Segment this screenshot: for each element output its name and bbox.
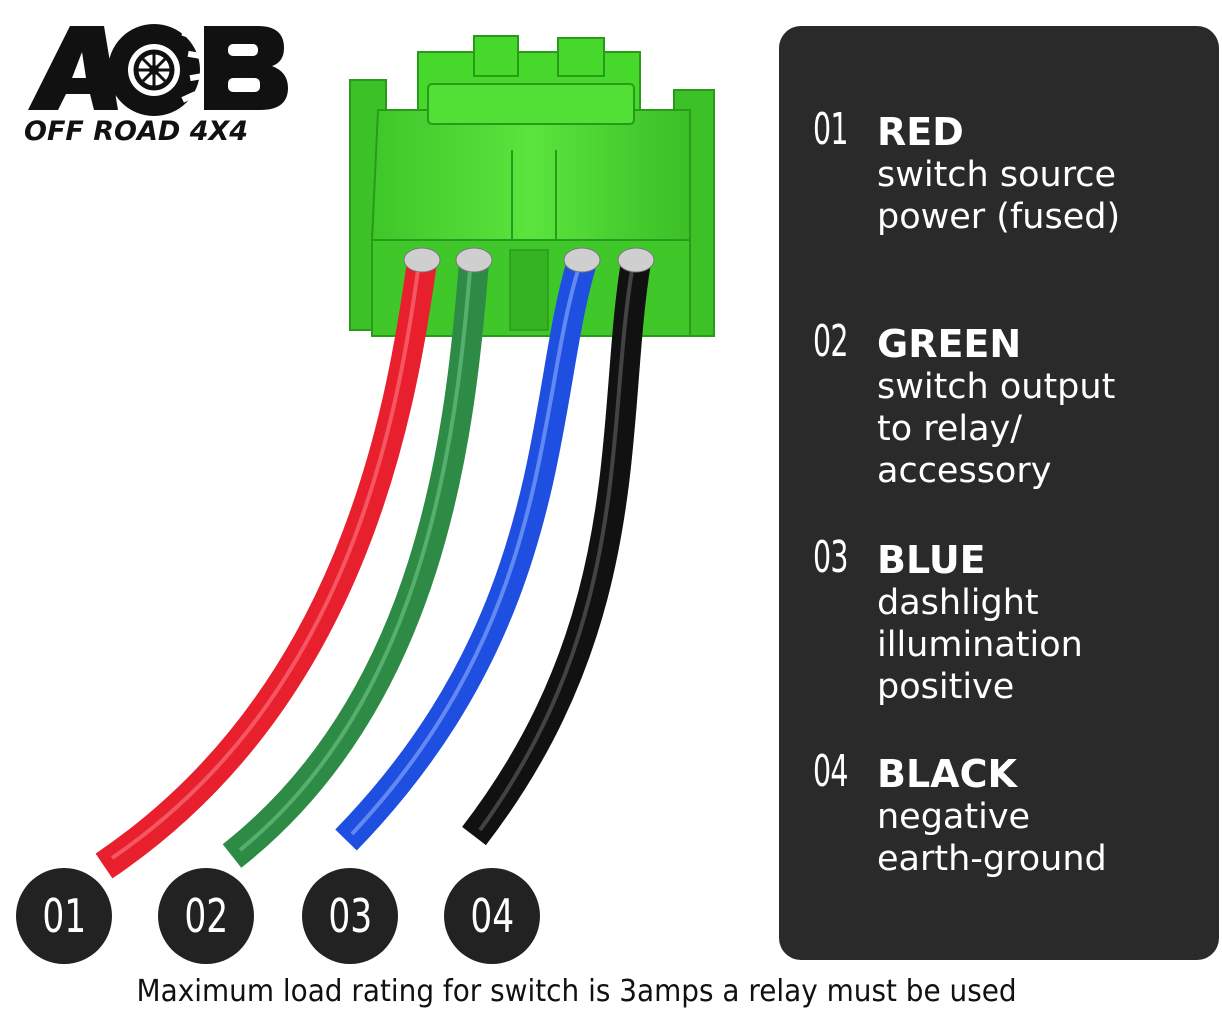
connector-diagram <box>95 35 715 879</box>
legend-description: switch source power (fused) <box>877 155 1121 237</box>
wire-badge-03: 03 <box>302 868 398 964</box>
legend-number: 04 <box>813 746 849 797</box>
wire-badge-04: 04 <box>444 868 540 964</box>
legend-color-name: GREEN <box>877 322 1022 366</box>
wire-badge-02: 02 <box>158 868 254 964</box>
legend-number: 02 <box>813 316 849 367</box>
legend-color-name: BLUE <box>877 538 986 582</box>
wire-01-red <box>95 259 437 879</box>
brand-logo: A <box>22 18 292 158</box>
legend-number: 01 <box>813 104 849 155</box>
legend-color-name: BLACK <box>877 752 1017 796</box>
wire-group <box>95 257 651 879</box>
wire-badge-01: 01 <box>16 868 112 964</box>
wire-legend-panel: 01 RED switch source power (fused) 02 GR… <box>779 26 1219 960</box>
legend-color-name: RED <box>877 110 964 154</box>
logo-graphic: A <box>28 24 288 116</box>
legend-number: 03 <box>813 532 849 583</box>
load-rating-note: Maximum load rating for switch is 3amps … <box>136 974 1017 1009</box>
terminal-pins <box>403 247 655 273</box>
legend-description: negative earth-ground <box>877 797 1107 879</box>
logo-tagline: OFF ROAD 4X4 <box>24 116 249 147</box>
legend-description: switch output to relay/ accessory <box>877 367 1116 491</box>
legend-description: dashlight illumination positive <box>877 583 1083 707</box>
